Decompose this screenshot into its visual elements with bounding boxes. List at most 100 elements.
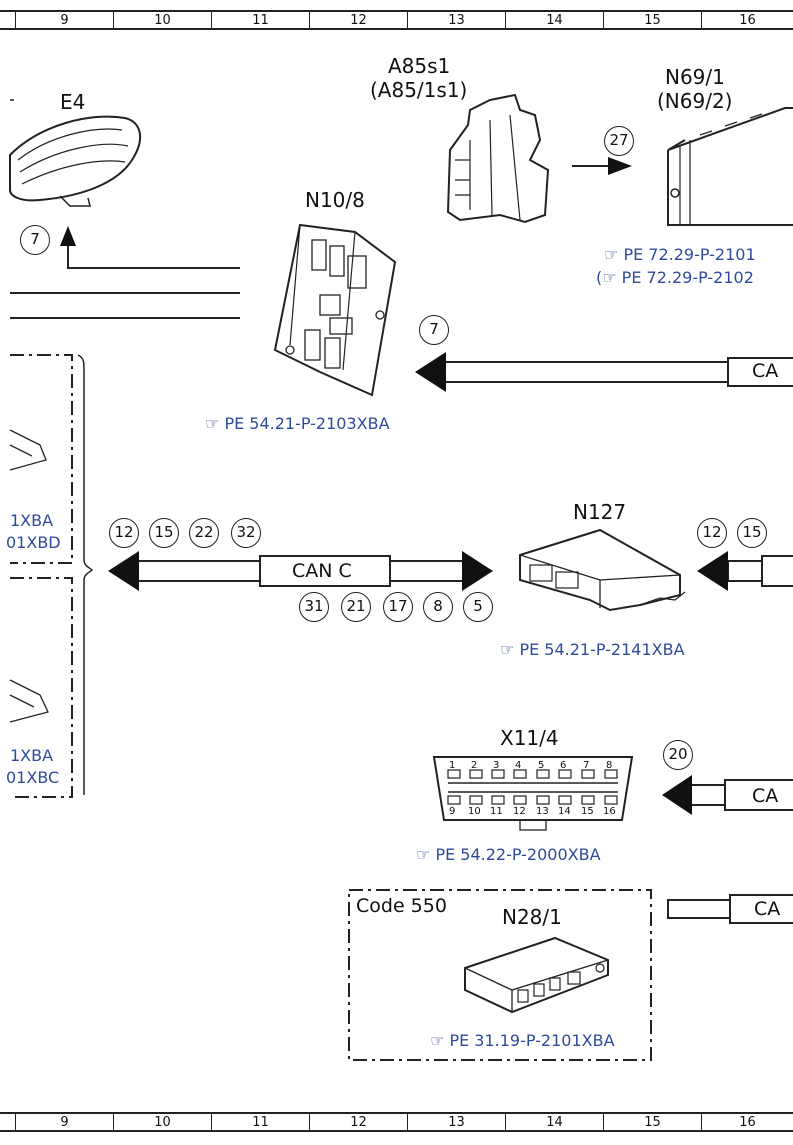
pin-number: 11 xyxy=(490,806,503,817)
can-box-right-3 xyxy=(724,779,793,811)
circle-number: 20 xyxy=(663,740,693,770)
ruler-cell: 14 xyxy=(505,1114,603,1130)
ruler-cell: 10 xyxy=(113,1114,211,1130)
ref-text: PE 54.21-P-2103XBA xyxy=(224,414,390,433)
ruler-cell: 14 xyxy=(505,12,603,28)
ref-left-b1[interactable]: 1XBA xyxy=(10,746,54,765)
circle-number: 17 xyxy=(383,592,413,622)
circle-number: 15 xyxy=(149,518,179,548)
e4-signal-line xyxy=(67,240,240,269)
left-module-drawing xyxy=(9,679,49,723)
label-can-right-3: CA xyxy=(752,785,779,807)
can-c-box xyxy=(259,555,391,587)
arrowhead-n127 xyxy=(697,551,728,591)
pin-number: 8 xyxy=(606,760,613,771)
label-e4: E4 xyxy=(60,90,86,114)
label-can-right-1: CA xyxy=(752,360,779,382)
pin-number: 15 xyxy=(581,806,594,817)
label-can-c: CAN C xyxy=(292,560,352,582)
arrowhead-right-cc xyxy=(462,551,493,591)
circle-number: 21 xyxy=(341,592,371,622)
label-x11-4: X11/4 xyxy=(500,726,559,750)
pin-number: 10 xyxy=(468,806,481,817)
label-a85s1: A85s1 xyxy=(388,54,451,78)
can-box-right-2 xyxy=(761,555,793,587)
ref-left-b2[interactable]: 01XBC xyxy=(6,768,60,787)
ruler-cell: 9 xyxy=(15,1114,113,1130)
label-n69-2: (N69/2) xyxy=(657,89,733,113)
can-bus-line-n10 xyxy=(439,361,731,383)
connector-pin-boxes xyxy=(447,769,618,805)
pin-number: 4 xyxy=(515,760,522,771)
ruler-cell: 13 xyxy=(407,12,505,28)
circle-number: 7 xyxy=(419,315,449,345)
circle-number: 12 xyxy=(697,518,727,548)
a85s1-switch-drawing xyxy=(446,93,550,224)
arrowhead-n69 xyxy=(608,157,632,175)
left-dashed-box-top xyxy=(10,354,73,564)
x11-4-diagnostic-connector xyxy=(432,756,634,831)
ruler-cell: 11 xyxy=(211,12,309,28)
pin-number: 6 xyxy=(560,760,567,771)
ref-n10-8[interactable]: ☞ PE 54.21-P-2103XBA xyxy=(205,414,390,433)
circle-number: 5 xyxy=(463,592,493,622)
n10-8-sam-drawing xyxy=(273,223,397,397)
ruler-cell: 15 xyxy=(603,1114,701,1130)
ruler-cell: 12 xyxy=(309,12,407,28)
n28-1-module-drawing xyxy=(464,936,609,1014)
circle-number: 22 xyxy=(189,518,219,548)
ruler-cell: 10 xyxy=(113,12,211,28)
label-can-right-4: CA xyxy=(754,898,781,920)
e4-light-unit-drawing xyxy=(9,99,141,207)
pin-number: 5 xyxy=(538,760,545,771)
label-n69-1: N69/1 xyxy=(665,65,725,89)
arrowhead-e4 xyxy=(60,226,76,246)
bracket xyxy=(77,354,94,795)
circle-number: 7 xyxy=(20,225,50,255)
grid-ruler-bottom: 9 10 11 12 13 14 15 16 xyxy=(0,1112,793,1132)
ref-text: PE 54.21-P-2141XBA xyxy=(519,640,685,659)
ref-n127[interactable]: ☞ PE 54.21-P-2141XBA xyxy=(500,640,685,659)
ref-text: PE 72.29-P-2102 xyxy=(621,268,754,287)
pin-number: 14 xyxy=(558,806,571,817)
pin-number: 13 xyxy=(536,806,549,817)
ruler-cell: 11 xyxy=(211,1114,309,1130)
ref-n69-2[interactable]: (☞ PE 72.29-P-2102 xyxy=(596,268,754,287)
n69-door-module-drawing xyxy=(667,107,793,226)
ref-x11-4[interactable]: ☞ PE 54.22-P-2000XBA xyxy=(416,845,601,864)
ruler-cell: 16 xyxy=(701,12,793,28)
ruler-cell: 13 xyxy=(407,1114,505,1130)
ruler-cell: 12 xyxy=(309,1114,407,1130)
ruler-cell: 16 xyxy=(701,1114,793,1130)
ref-n28-1[interactable]: ☞ PE 31.19-P-2101XBA xyxy=(430,1031,615,1050)
pin-number: 9 xyxy=(449,806,456,817)
circle-number: 31 xyxy=(299,592,329,622)
ref-text: PE 54.22-P-2000XBA xyxy=(435,845,601,864)
code-550-box xyxy=(348,889,652,1061)
pin-number: 7 xyxy=(583,760,590,771)
grid-ruler-top: 9 10 11 12 13 14 15 16 xyxy=(0,10,793,30)
label-n28-1: N28/1 xyxy=(502,905,562,929)
can-box-right-4 xyxy=(729,894,793,924)
ruler-cell: 15 xyxy=(603,12,701,28)
pin-number: 1 xyxy=(449,760,456,771)
circle-number: 32 xyxy=(231,518,261,548)
label-n10-8: N10/8 xyxy=(305,188,365,212)
pin-number: 2 xyxy=(471,760,478,771)
left-module-drawing xyxy=(9,429,47,471)
ref-left-a2[interactable]: 01XBD xyxy=(6,533,61,552)
label-code-550: Code 550 xyxy=(356,895,447,917)
pin-number: 12 xyxy=(513,806,526,817)
can-box-right-1 xyxy=(727,357,793,387)
ref-n69-1[interactable]: ☞ PE 72.29-P-2101 xyxy=(604,245,756,264)
ref-left-a1[interactable]: 1XBA xyxy=(10,511,54,530)
left-dashed-box-bottom xyxy=(10,577,73,798)
ref-text: PE 72.29-P-2101 xyxy=(623,245,756,264)
label-a85-1s1: (A85/1s1) xyxy=(370,78,468,102)
label-n127: N127 xyxy=(573,500,627,524)
ruler-cell: 9 xyxy=(15,12,113,28)
ref-text: PE 31.19-P-2101XBA xyxy=(449,1031,615,1050)
pin-number: 16 xyxy=(603,806,616,817)
arrowhead-left-cc xyxy=(108,551,139,591)
